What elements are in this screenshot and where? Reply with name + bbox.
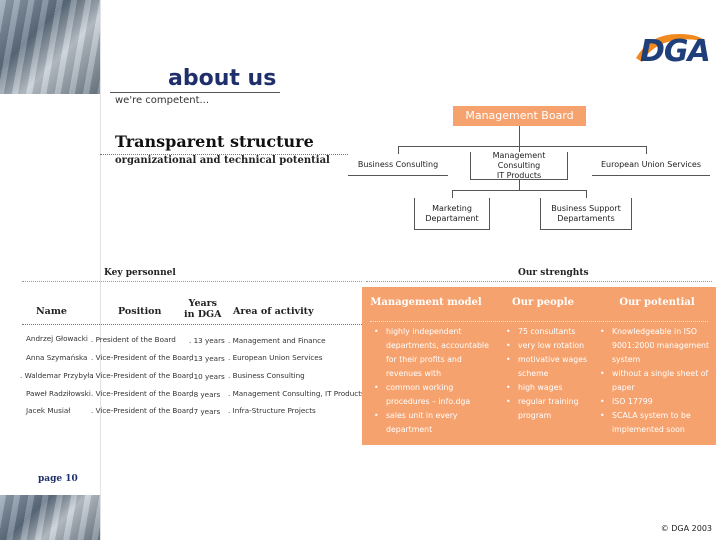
copyright: © DGA 2003 bbox=[660, 524, 712, 533]
row-years: . 13 years bbox=[189, 354, 225, 363]
org-line bbox=[519, 126, 520, 146]
table-header-rule bbox=[22, 324, 362, 325]
section-title: Transparent structure bbox=[115, 132, 314, 151]
list-item: implemented soon bbox=[612, 425, 685, 434]
org-box-business-support: Business Support Departaments bbox=[540, 198, 632, 230]
list-item: •motivative wages bbox=[506, 355, 588, 364]
management-model-list: •highly independent departments, account… bbox=[372, 325, 489, 437]
strengths-rule bbox=[366, 281, 712, 282]
org-box-business-consulting: Business Consulting bbox=[348, 154, 448, 176]
list-item: scheme bbox=[518, 369, 549, 378]
org-box-management-board: Management Board bbox=[453, 106, 586, 126]
row-years: . 13 years bbox=[189, 336, 225, 345]
org-line bbox=[646, 146, 647, 154]
row-position: . President of the Board bbox=[91, 335, 176, 344]
row-area: . Infra-Structure Projects bbox=[228, 406, 316, 415]
list-item: department bbox=[386, 425, 433, 434]
page-number: page 10 bbox=[38, 474, 78, 484]
org-line bbox=[398, 146, 399, 154]
row-name: . Waldemar Przybyła bbox=[20, 371, 94, 380]
key-personnel-title: Key personnel bbox=[104, 268, 176, 278]
list-item: program bbox=[518, 411, 552, 420]
row-position: . Vice-President of the Board bbox=[91, 406, 194, 415]
row-name: Anna Szymańska bbox=[26, 353, 88, 362]
org-line bbox=[586, 190, 587, 198]
row-position: . Vice-President of the Board bbox=[91, 371, 194, 380]
row-position: . Vice-President of the Board bbox=[91, 353, 194, 362]
title-rule bbox=[110, 92, 280, 93]
org-line bbox=[398, 146, 646, 147]
panel-header-rule bbox=[370, 321, 708, 322]
section-subtitle: organizational and technical potential bbox=[115, 155, 330, 166]
logo-text: DGA bbox=[640, 34, 711, 69]
list-item: •ISO 17799 bbox=[600, 397, 653, 406]
list-item: •sales unit in every bbox=[374, 411, 458, 420]
list-item: system bbox=[612, 355, 641, 364]
row-area: . European Union Services bbox=[228, 353, 323, 362]
list-item: •Knowledgeable in ISO bbox=[600, 327, 698, 336]
col-heading-our-people: Our people bbox=[512, 297, 574, 308]
our-potential-list: •Knowledgeable in ISO 9001:2000 manageme… bbox=[598, 325, 709, 437]
org-box-marketing: Marketing Departament bbox=[414, 198, 490, 230]
col-header-position: Position bbox=[118, 306, 162, 317]
col-header-name: Name bbox=[36, 306, 67, 317]
org-box-european-union-services: European Union Services bbox=[592, 154, 710, 176]
list-item: •regular training bbox=[506, 397, 579, 406]
list-item: •75 consultants bbox=[506, 327, 576, 336]
org-line bbox=[452, 190, 453, 198]
list-item: •high wages bbox=[506, 383, 563, 392]
header-photo bbox=[0, 0, 100, 94]
list-item: revenues with bbox=[386, 369, 442, 378]
org-line bbox=[452, 190, 586, 191]
list-item: •common working bbox=[374, 383, 454, 392]
col-header-years: Years in DGA bbox=[184, 298, 222, 320]
org-line bbox=[519, 146, 520, 152]
list-item: 9001:2000 management bbox=[612, 341, 710, 350]
row-position: . Vice-President of the Board bbox=[91, 389, 194, 398]
list-item: •highly independent bbox=[374, 327, 462, 336]
list-item: •SCALA system to be bbox=[600, 411, 691, 420]
row-years: . 7 years bbox=[189, 407, 221, 416]
col-heading-management-model: Management model bbox=[370, 297, 482, 308]
list-item: departments, accountable bbox=[386, 341, 489, 350]
list-item: •without a single sheet of bbox=[600, 369, 709, 378]
page-title: about us bbox=[168, 66, 277, 91]
list-item: for their profits and bbox=[386, 355, 462, 364]
list-item: procedures – info.dga bbox=[386, 397, 471, 406]
org-box-management-consulting: Management Consulting IT Products bbox=[470, 151, 568, 180]
row-name: Andrzej Głowacki bbox=[26, 334, 88, 343]
left-rule bbox=[100, 0, 101, 540]
row-name: Jacek Musiał bbox=[26, 406, 71, 415]
col-header-area: Area of activity bbox=[233, 306, 314, 317]
row-area: . Management and Finance bbox=[228, 336, 326, 345]
footer-photo bbox=[0, 495, 100, 540]
key-personnel-rule bbox=[22, 281, 362, 282]
strengths-panel: Management model Our people Our potentia… bbox=[362, 287, 716, 445]
dga-logo: DGA bbox=[630, 28, 711, 72]
strengths-title: Our strenghts bbox=[518, 268, 589, 278]
list-item: •very low rotation bbox=[506, 341, 585, 350]
col-heading-our-potential: Our potential bbox=[619, 297, 695, 308]
row-area: . Business Consulting bbox=[228, 371, 305, 380]
org-line bbox=[519, 180, 520, 190]
row-years: . 10 years bbox=[189, 372, 225, 381]
logo-swoosh-icon bbox=[636, 34, 706, 62]
tagline: we're competent... bbox=[115, 95, 210, 106]
org-chart: Management Board Business Consulting Man… bbox=[0, 0, 720, 240]
section-rule bbox=[100, 154, 350, 155]
row-years: . 8 years bbox=[189, 390, 221, 399]
row-name: Paweł Radziłowski bbox=[26, 389, 91, 398]
row-area: . Management Consulting, IT Products bbox=[228, 389, 365, 398]
our-people-list: •75 consultants •very low rotation •moti… bbox=[504, 325, 587, 423]
list-item: paper bbox=[612, 383, 635, 392]
